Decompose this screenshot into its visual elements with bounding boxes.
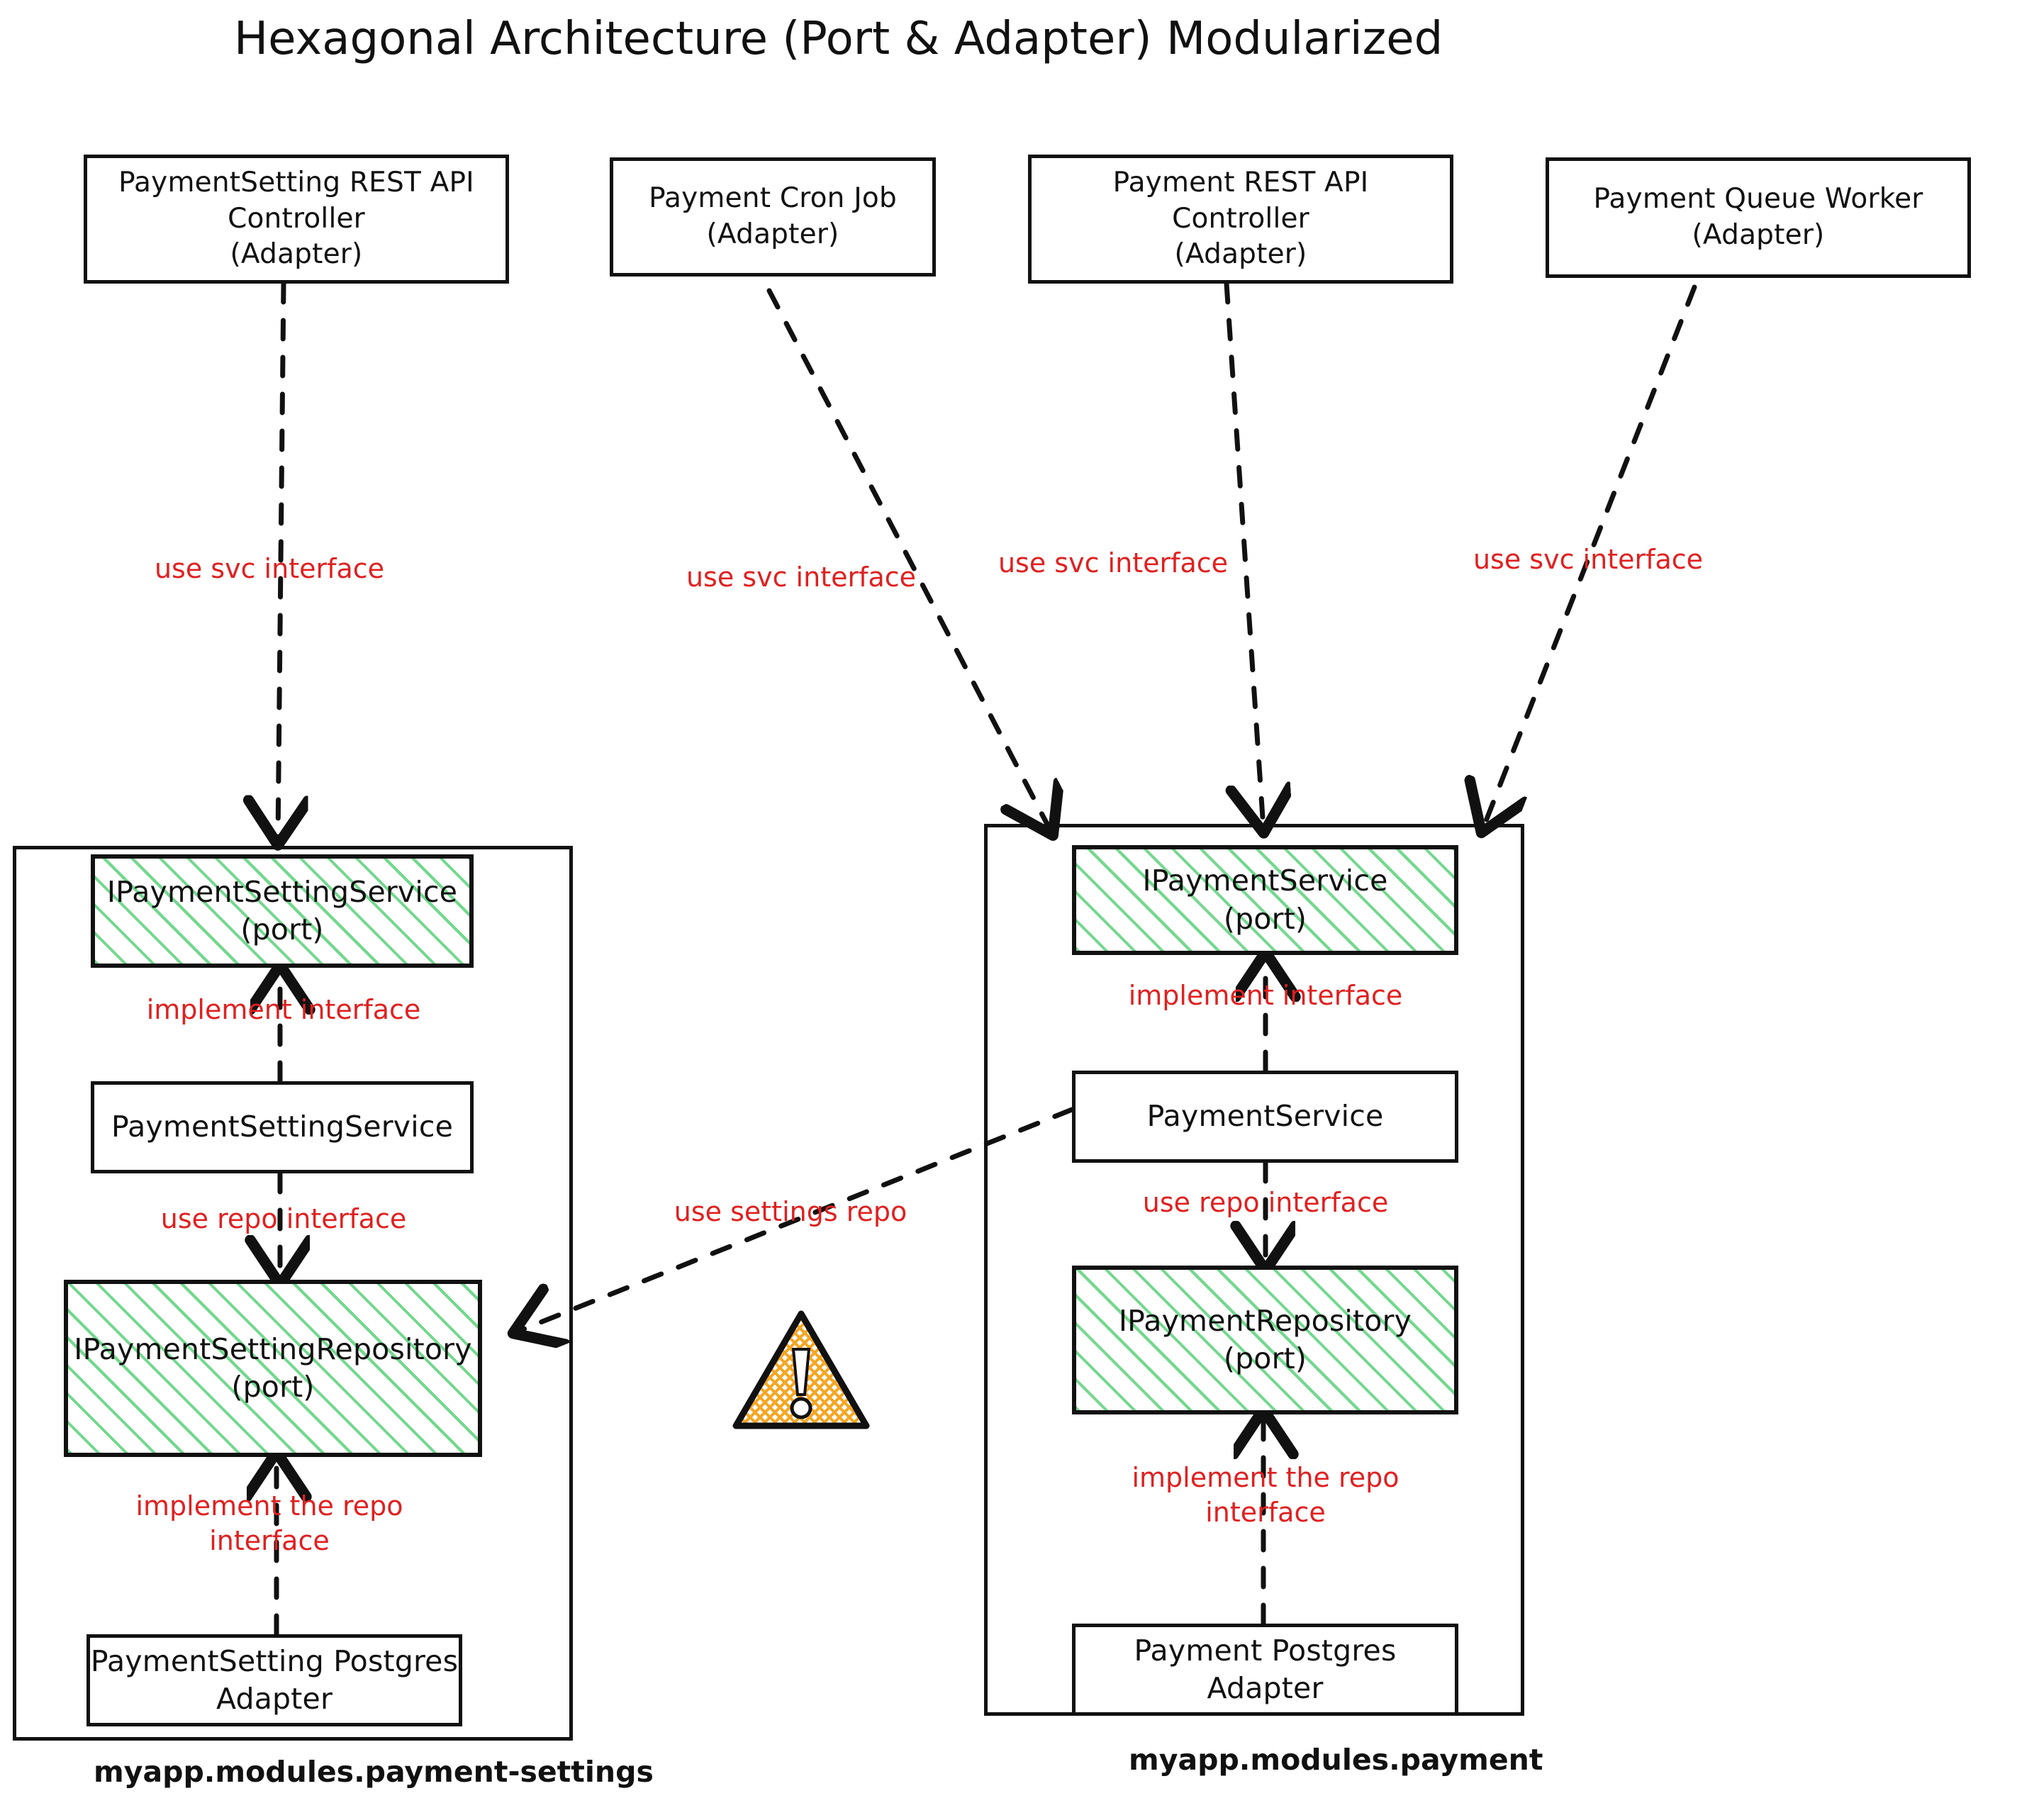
class-box-payment-setting-postgres-adapter[interactable]: PaymentSetting Postgres Adapter bbox=[86, 1634, 462, 1726]
edge-label-use-svc-interface-1: use svc interface bbox=[154, 553, 385, 584]
adapter-label: Payment REST API Controller (Adapter) bbox=[1112, 166, 1369, 271]
warning-triangle-icon bbox=[730, 1308, 872, 1432]
port-label: IPaymentRepository (port) bbox=[1118, 1303, 1412, 1375]
edge-label-use-repo-interface-right: use repo interface bbox=[1142, 1187, 1389, 1218]
module-label-payment-settings: myapp.modules.payment-settings bbox=[94, 1755, 654, 1789]
class-box-payment-postgres-adapter[interactable]: Payment Postgres Adapter bbox=[1072, 1624, 1458, 1716]
module-label-payment: myapp.modules.payment bbox=[1129, 1743, 1543, 1777]
edge-label-use-settings-repo: use settings repo bbox=[674, 1196, 907, 1227]
edge-label-use-svc-interface-3: use svc interface bbox=[998, 547, 1229, 579]
edge-label-implement-interface-right: implement interface bbox=[1128, 980, 1403, 1011]
diagram-title: Hexagonal Architecture (Port & Adapter) … bbox=[234, 13, 1443, 65]
class-label: PaymentSettingService bbox=[111, 1110, 454, 1144]
adapter-label: Payment Cron Job (Adapter) bbox=[649, 182, 897, 250]
edge-label-use-repo-interface-left: use repo interface bbox=[160, 1203, 407, 1234]
edge-label-implement-repo-interface-left: implement the repo interface bbox=[135, 1490, 403, 1556]
class-box-payment-service[interactable]: PaymentService bbox=[1072, 1071, 1458, 1163]
adapter-box-payment-queue-worker[interactable]: Payment Queue Worker (Adapter) bbox=[1546, 157, 1971, 278]
adapter-label: PaymentSetting REST API Controller (Adap… bbox=[118, 166, 474, 271]
port-label: IPaymentSettingRepository (port) bbox=[74, 1331, 472, 1404]
adapter-box-payment-cron-job[interactable]: Payment Cron Job (Adapter) bbox=[610, 157, 936, 277]
port-box-i-payment-repository[interactable]: IPaymentRepository (port) bbox=[1072, 1266, 1458, 1414]
port-box-i-payment-setting-repository[interactable]: IPaymentSettingRepository (port) bbox=[64, 1280, 482, 1457]
module-container-payment-settings bbox=[13, 846, 573, 1741]
class-label: PaymentSetting Postgres Adapter bbox=[90, 1643, 459, 1716]
edge-label-implement-interface-left: implement interface bbox=[146, 994, 421, 1025]
port-box-i-payment-service[interactable]: IPaymentService (port) bbox=[1072, 845, 1458, 955]
class-label: PaymentService bbox=[1146, 1099, 1384, 1134]
edge-label-implement-repo-interface-right: implement the repo interface bbox=[1132, 1462, 1400, 1528]
port-box-i-payment-setting-service[interactable]: IPaymentSettingService (port) bbox=[91, 854, 474, 968]
class-box-payment-setting-service[interactable]: PaymentSettingService bbox=[91, 1081, 474, 1173]
adapter-box-payment-setting-rest-api-controller[interactable]: PaymentSetting REST API Controller (Adap… bbox=[84, 155, 509, 284]
adapter-label: Payment Queue Worker (Adapter) bbox=[1593, 183, 1923, 251]
port-label: IPaymentService (port) bbox=[1142, 864, 1388, 936]
adapter-box-payment-rest-api-controller[interactable]: Payment REST API Controller (Adapter) bbox=[1028, 155, 1453, 284]
port-label: IPaymentSettingService (port) bbox=[106, 874, 458, 947]
edge-label-use-svc-interface-2: use svc interface bbox=[686, 562, 917, 593]
class-label: Payment Postgres Adapter bbox=[1134, 1633, 1397, 1705]
edge-label-use-svc-interface-4: use svc interface bbox=[1473, 544, 1704, 575]
